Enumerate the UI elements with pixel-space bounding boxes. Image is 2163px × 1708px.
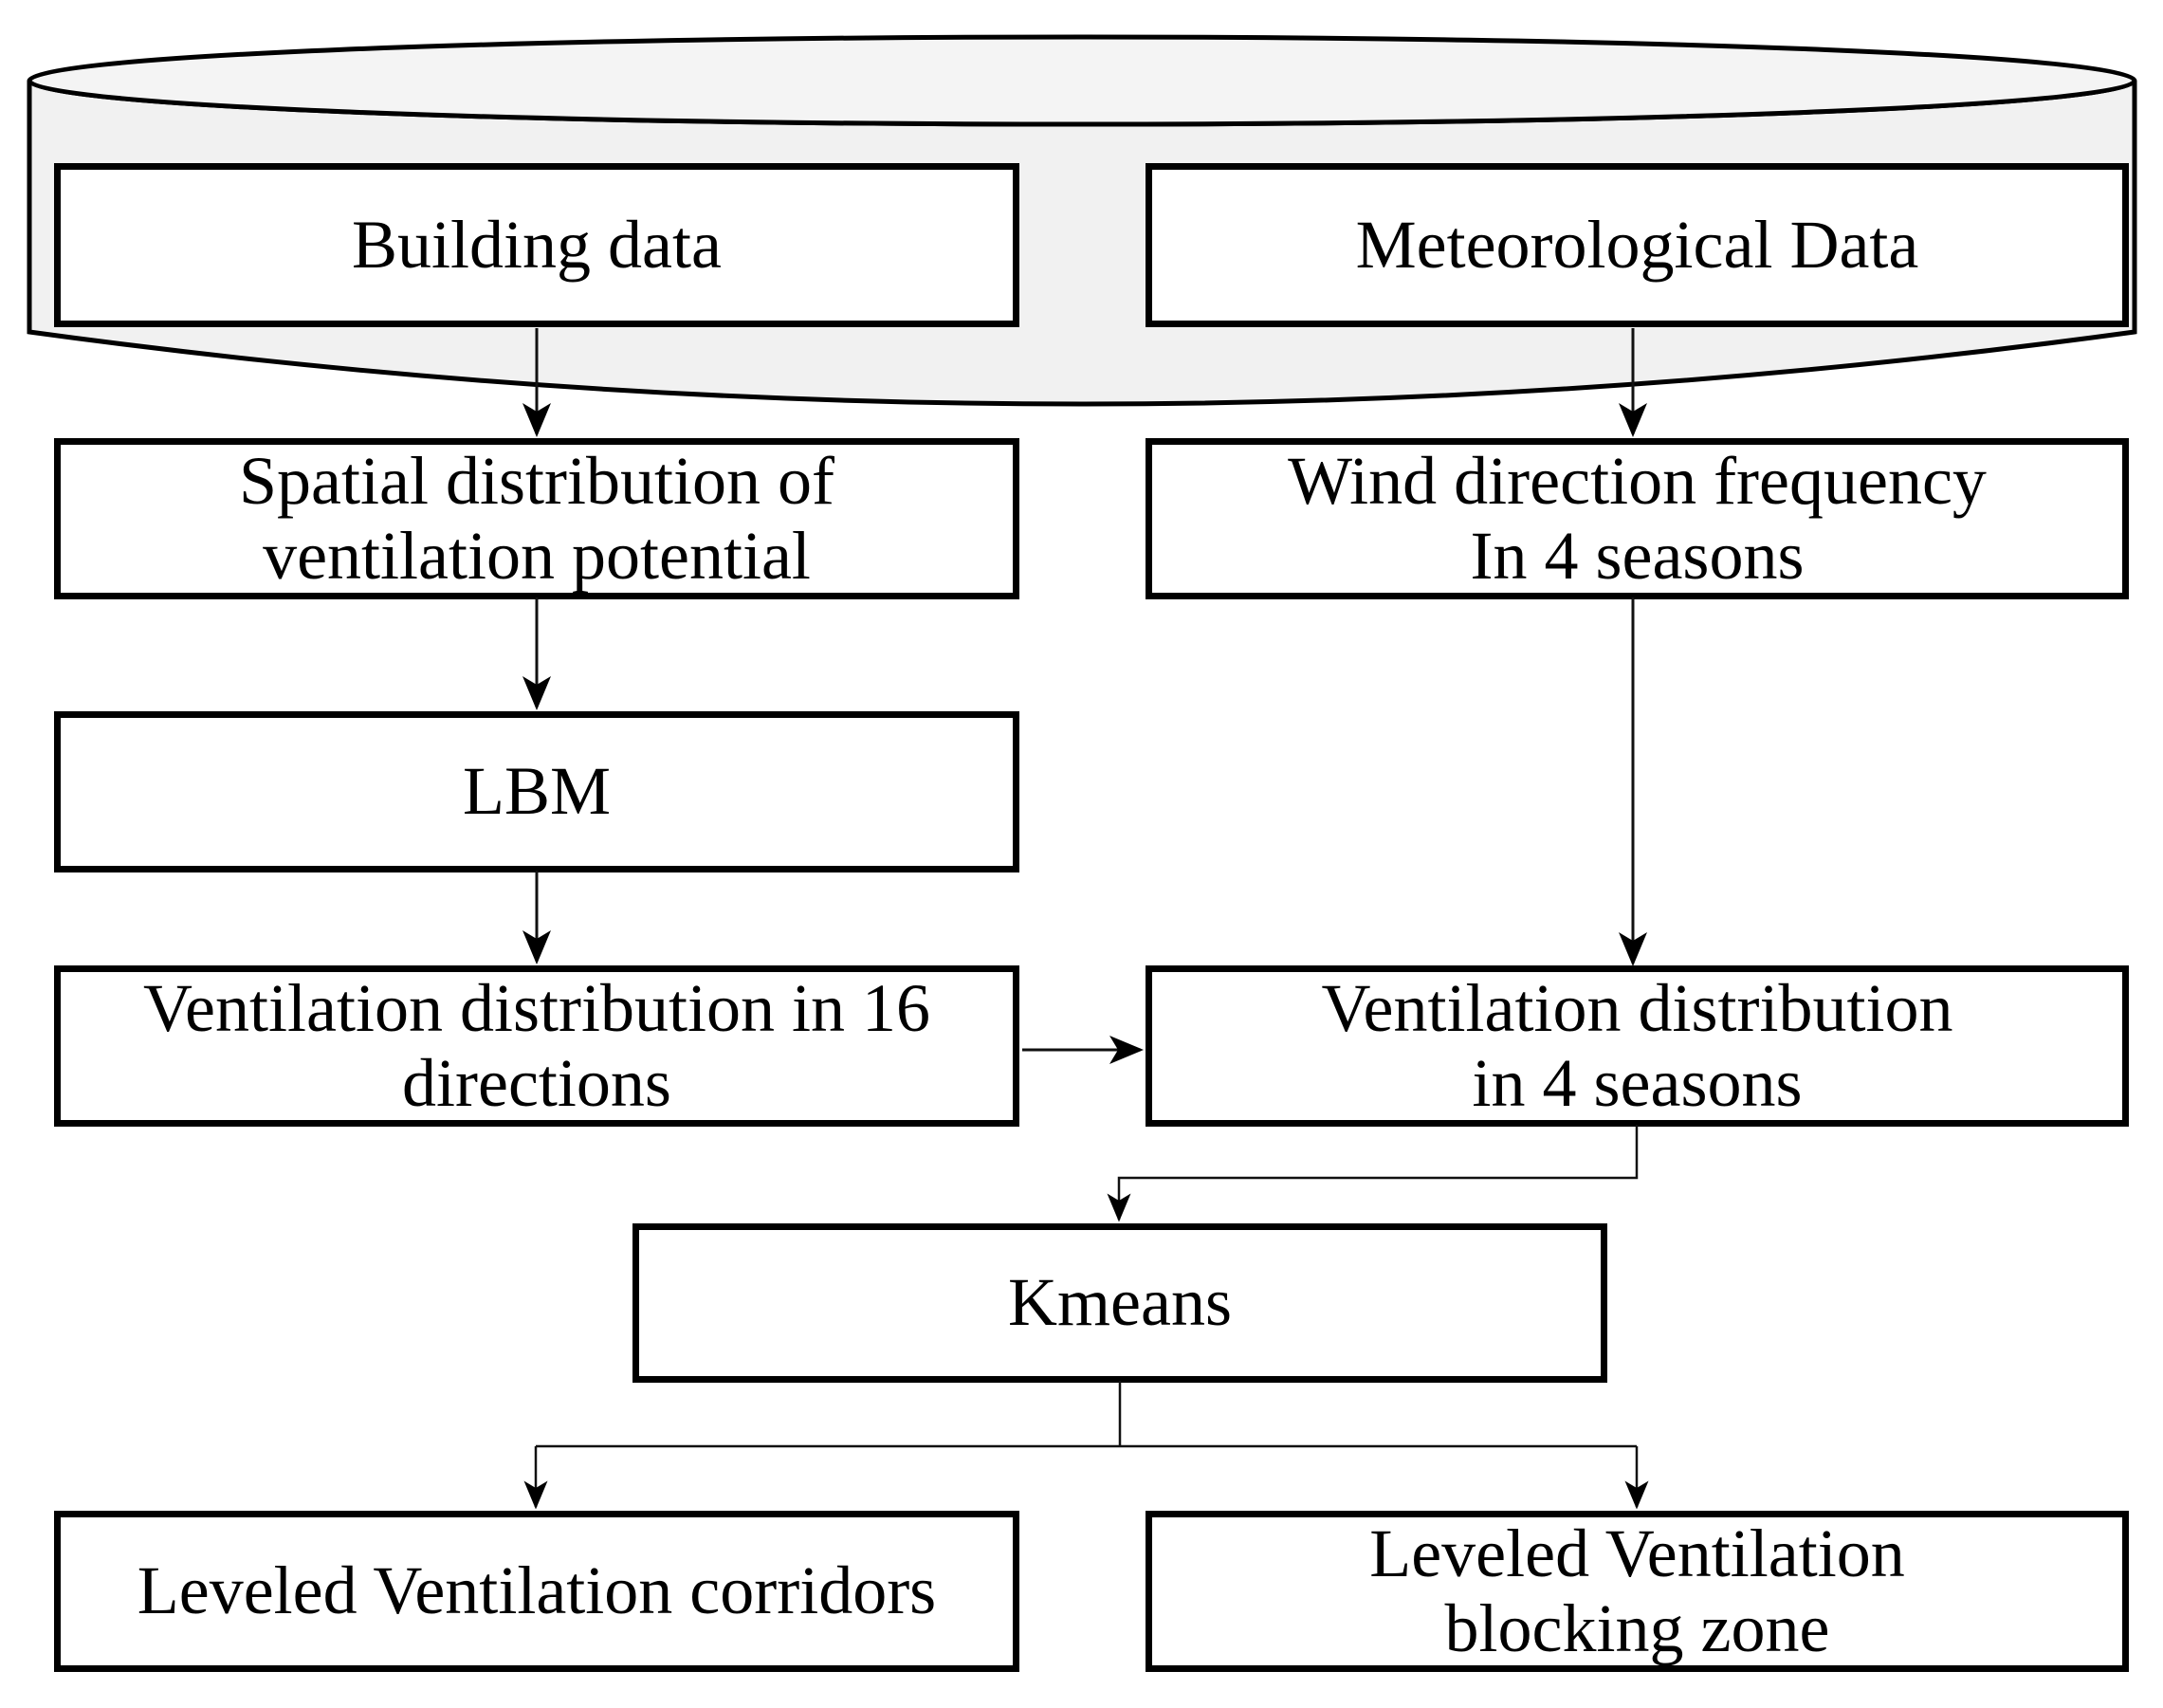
node-ventilation-distribution-4-seasons: Ventilation distribution in 4 seasons [1146, 965, 2129, 1127]
node-wind-direction-frequency-label: Wind direction frequency In 4 seasons [1288, 442, 1987, 594]
node-spatial-distribution-label: Spatial distribution of ventilation pote… [239, 442, 834, 594]
node-spatial-distribution: Spatial distribution of ventilation pote… [54, 438, 1019, 599]
node-leveled-ventilation-blocking-zone: Leveled Ventilation blocking zone [1146, 1511, 2129, 1672]
node-building-data-label: Building data [352, 206, 722, 283]
node-kmeans: Kmeans [632, 1223, 1607, 1383]
node-meteorological-data: Meteorological Data [1146, 163, 2129, 327]
node-leveled-ventilation-blocking-zone-label: Leveled Ventilation blocking zone [1369, 1515, 1905, 1666]
node-leveled-ventilation-corridors: Leveled Ventilation corridors [54, 1511, 1019, 1672]
node-building-data: Building data [54, 163, 1019, 327]
node-wind-direction-frequency: Wind direction frequency In 4 seasons [1146, 438, 2129, 599]
database-cylinder-top [27, 34, 2137, 127]
node-ventilation-distribution-16: Ventilation distribution in 16 direction… [54, 965, 1019, 1127]
node-ventilation-distribution-4-seasons-label: Ventilation distribution in 4 seasons [1321, 969, 1953, 1121]
node-lbm: LBM [54, 711, 1019, 872]
node-leveled-ventilation-corridors-label: Leveled Ventilation corridors [137, 1552, 937, 1629]
node-meteorological-data-label: Meteorological Data [1355, 206, 1919, 283]
node-ventilation-distribution-16-label: Ventilation distribution in 16 direction… [143, 969, 930, 1121]
node-lbm-label: LBM [462, 753, 612, 830]
node-kmeans-label: Kmeans [1008, 1264, 1232, 1341]
